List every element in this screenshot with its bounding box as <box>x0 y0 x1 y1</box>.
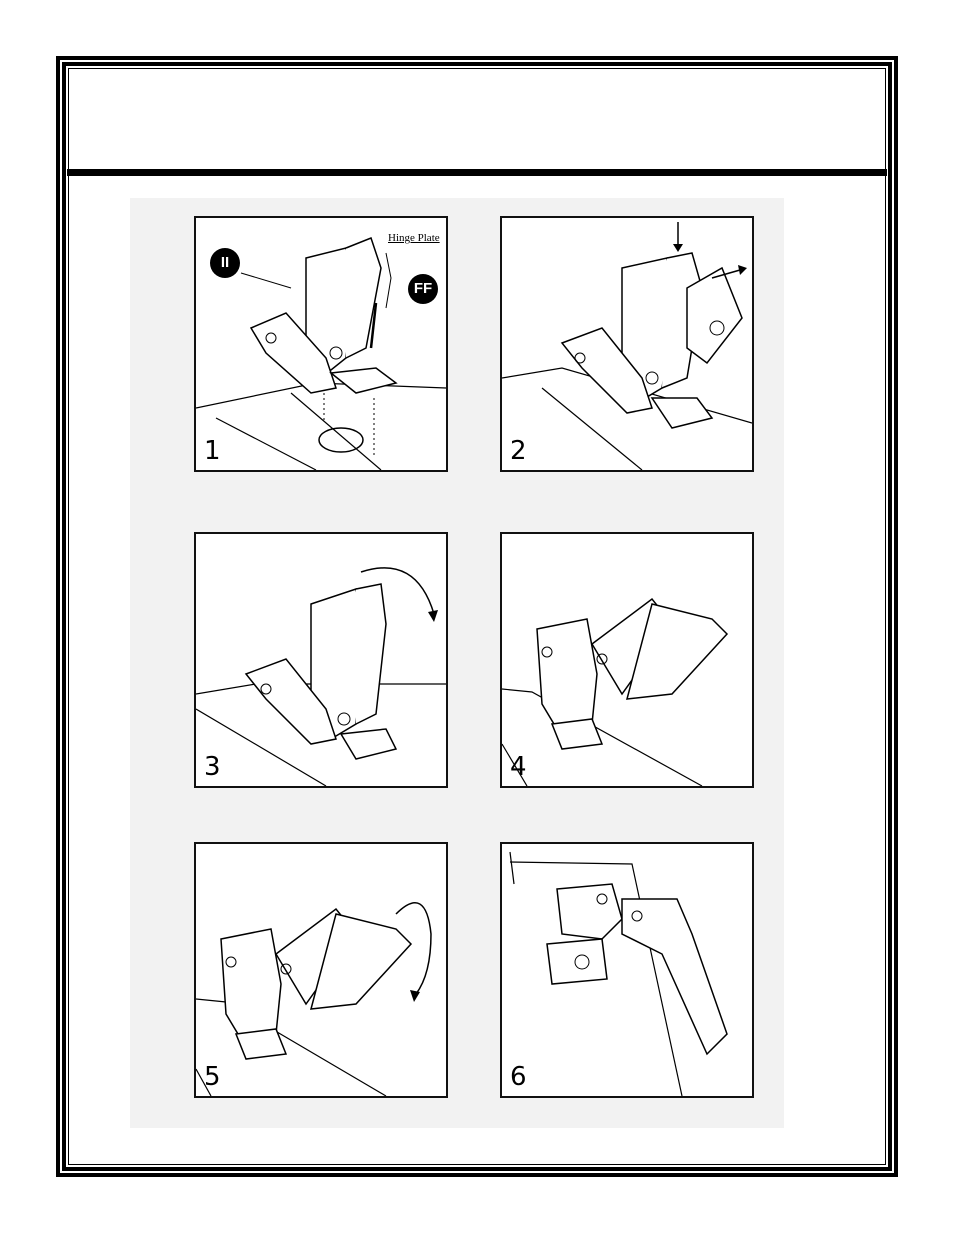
step-number: 5 <box>204 1062 221 1092</box>
hinge-drawing <box>502 844 752 1096</box>
callout-ii: II <box>210 248 240 278</box>
step-panel-3: 3 <box>194 532 448 788</box>
step-number: 2 <box>510 436 527 466</box>
step-number: 6 <box>510 1062 527 1092</box>
hinge-drawing <box>502 534 752 786</box>
hinge-drawing <box>502 218 752 470</box>
hinge-plate-label: Hinge Plate <box>388 232 440 244</box>
step-panel-5: 5 <box>194 842 448 1098</box>
step-panel-6: 6 <box>500 842 754 1098</box>
step-number: 3 <box>204 752 221 782</box>
step-number: 4 <box>510 752 527 782</box>
callout-ff: FF <box>408 274 438 304</box>
step-number: 1 <box>204 436 221 466</box>
hinge-drawing <box>196 844 446 1096</box>
step-panel-2: 2 <box>500 216 754 472</box>
step-panel-4: 4 <box>500 532 754 788</box>
header-rule <box>67 169 887 176</box>
step-panel-1: II FF Hinge Plate 1 <box>194 216 448 472</box>
hinge-drawing <box>196 534 446 786</box>
arrow-down-icon <box>673 222 683 252</box>
